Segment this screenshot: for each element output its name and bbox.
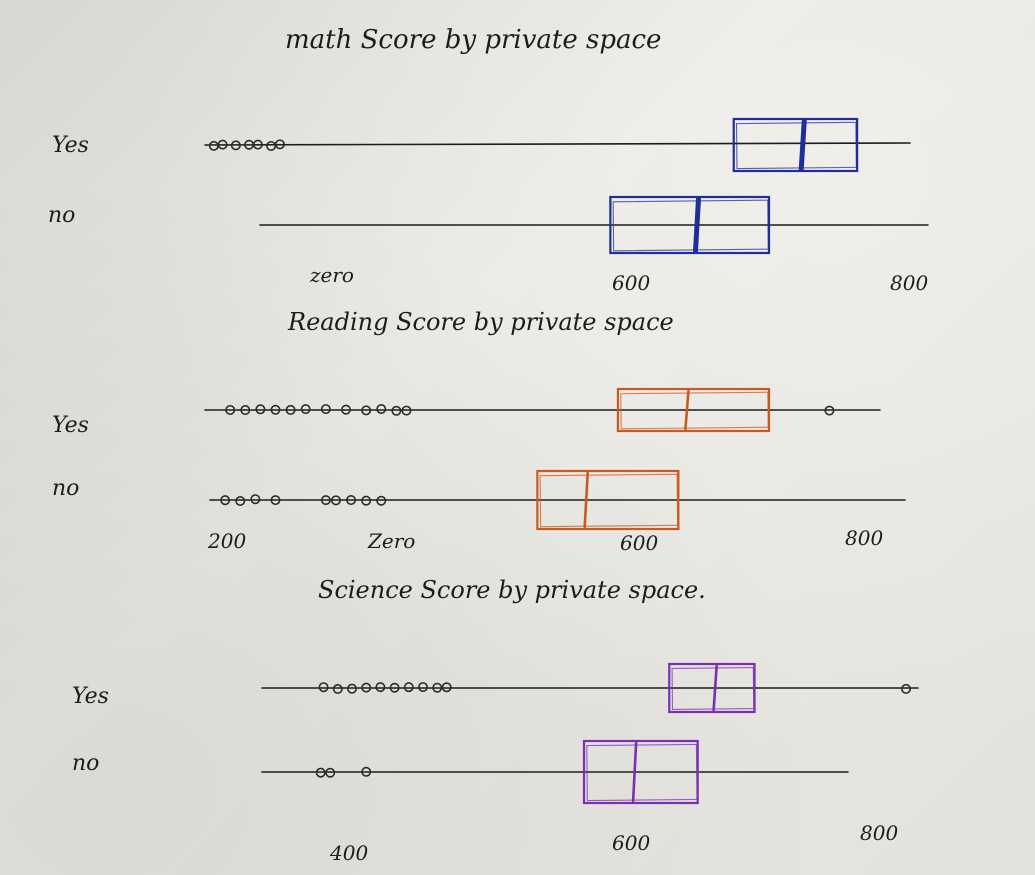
category-label: no: [48, 203, 75, 228]
x-tick-label: 800: [860, 821, 898, 845]
x-tick-label: 600: [612, 831, 650, 855]
x-tick-label: 200: [207, 529, 246, 553]
x-tick-label: 600: [620, 531, 658, 555]
box-row-no: no: [52, 471, 905, 529]
outlier-point: [334, 685, 342, 693]
boxplot-panel-1: math Score by private spaceYes no zero 600 8…: [48, 25, 928, 295]
category-label: Yes: [52, 413, 89, 438]
box-row-yes: Yes: [52, 389, 880, 438]
outlier-point: [302, 405, 310, 413]
category-label: Yes: [72, 684, 109, 709]
outlier-point: [210, 142, 218, 150]
outlier-point: [405, 683, 413, 691]
outlier-point: [377, 405, 385, 413]
box-row-no: no: [72, 741, 848, 803]
median-line: [696, 199, 699, 251]
median-line: [585, 473, 588, 527]
outlier-point: [267, 142, 275, 150]
outlier-point: [236, 497, 244, 505]
category-label: no: [72, 751, 99, 776]
chart-title: Reading Score by private space: [287, 308, 674, 336]
outlier-point: [902, 685, 910, 693]
x-tick-label: 400: [329, 841, 368, 865]
chart-title: Science Score by private space.: [318, 576, 706, 604]
x-tick-label: 600: [612, 271, 650, 295]
boxplot-panel-2: Reading Score by private spaceYes no 200 Ze…: [52, 308, 905, 555]
x-tick-label: Zero: [367, 529, 415, 553]
iqr-box-retrace: [737, 122, 857, 168]
iqr-box: [734, 119, 857, 171]
median-line: [714, 666, 717, 710]
outlier-point: [376, 683, 384, 691]
category-label: no: [52, 476, 79, 501]
box-row-yes: Yes: [52, 119, 910, 171]
boxplot-panel-3: Science Score by private space. Yes no 400 6…: [72, 576, 918, 865]
x-tick-label: 800: [845, 526, 883, 550]
outlier-point: [392, 407, 400, 415]
median-line: [685, 391, 688, 429]
outlier-point: [322, 405, 330, 413]
x-tick-label: 800: [890, 271, 928, 295]
category-label: Yes: [52, 133, 89, 158]
median-line: [633, 743, 636, 801]
median-line: [801, 121, 804, 169]
x-tick-label: zero: [309, 263, 354, 287]
box-row-yes: Yes: [72, 664, 918, 712]
box-row-no: no: [48, 197, 928, 253]
chart-title: math Score by private space: [285, 25, 661, 55]
outlier-point: [419, 683, 427, 691]
